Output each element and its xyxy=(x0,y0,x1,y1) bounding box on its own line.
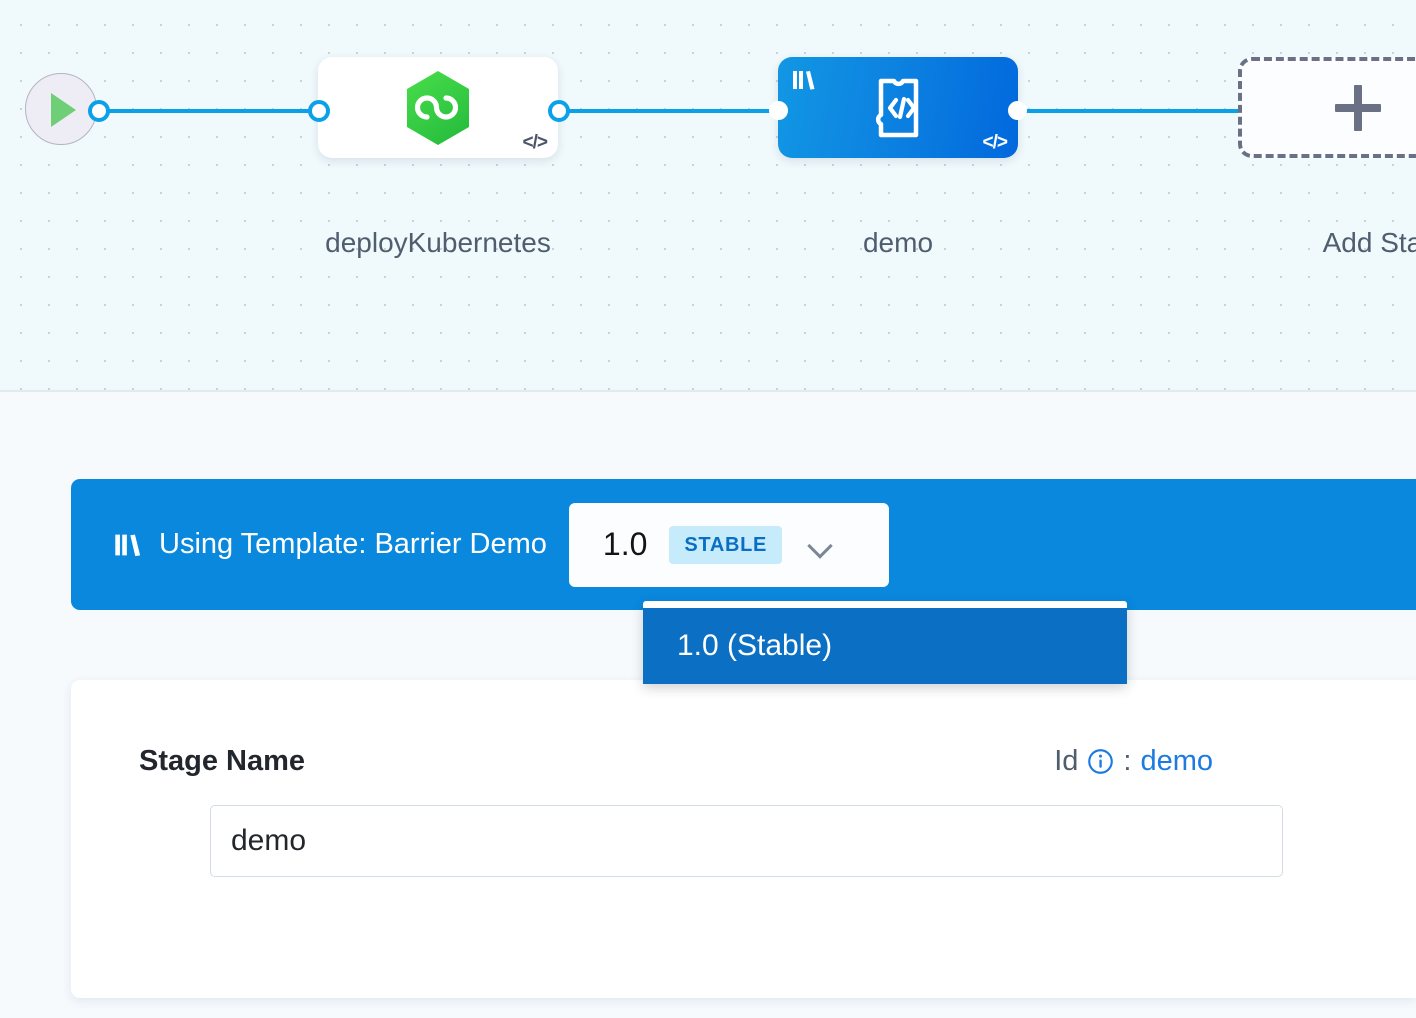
template-version-value: 1.0 xyxy=(602,526,648,562)
stage-name-row: Stage Name Id : demo xyxy=(139,745,1213,778)
harness-hexagon-icon xyxy=(407,70,469,145)
pipeline-start-node[interactable] xyxy=(25,73,97,145)
version-option-1[interactable]: 1.0 (Stable) xyxy=(643,608,1127,684)
template-library-icon xyxy=(793,71,815,90)
template-banner-text: Using Template: Barrier Demo xyxy=(159,528,547,560)
port-deploy-out[interactable] xyxy=(548,100,570,122)
add-stage-node[interactable] xyxy=(1238,57,1416,158)
pipeline-canvas[interactable]: </> </> deployKubernetes demo Add Stage xyxy=(0,0,1416,390)
stage-node-deploy-kubernetes[interactable]: </> xyxy=(318,57,558,158)
stage-name-label: Stage Name xyxy=(139,745,306,777)
port-demo-in[interactable] xyxy=(769,101,788,120)
template-library-icon xyxy=(113,530,143,560)
play-icon xyxy=(51,93,76,127)
template-version-badge: STABLE xyxy=(669,525,783,564)
stage-id-separator: : xyxy=(1123,745,1132,777)
template-stage-code-icon xyxy=(875,78,919,137)
code-icon: </> xyxy=(522,132,549,153)
template-version-dropdown[interactable]: 1.0 (Stable) xyxy=(643,601,1127,684)
stage-id-label: Id xyxy=(1054,745,1079,777)
plus-icon xyxy=(1335,84,1381,131)
connector-demo-to-add xyxy=(1008,109,1248,113)
port-demo-out[interactable] xyxy=(1008,101,1027,120)
stage-node-demo[interactable]: </> xyxy=(778,57,1018,158)
port-start-out[interactable] xyxy=(88,100,110,122)
info-icon[interactable] xyxy=(1087,748,1114,775)
chevron-down-icon[interactable] xyxy=(808,533,832,557)
stage-label-demo: demo xyxy=(862,227,934,258)
stage-label-deploy-kubernetes: deployKubernetes xyxy=(325,227,551,258)
template-banner: Using Template: Barrier Demo 1.0 STABLE xyxy=(71,479,1416,610)
stage-name-input[interactable] xyxy=(210,805,1283,877)
code-icon: </> xyxy=(982,132,1009,153)
port-deploy-in[interactable] xyxy=(308,100,330,122)
stage-id-group: Id : demo xyxy=(1054,745,1213,778)
canvas-panel-divider xyxy=(0,390,1416,392)
connector-start-to-deploy xyxy=(96,109,328,113)
stage-config-panel: Using Template: Barrier Demo 1.0 STABLE … xyxy=(0,392,1416,1018)
connector-deploy-to-demo xyxy=(548,109,788,113)
template-version-select[interactable]: 1.0 STABLE xyxy=(568,502,889,587)
stage-id-value: demo xyxy=(1140,745,1213,777)
stage-detail-card: Stage Name Id : demo xyxy=(71,680,1416,998)
add-stage-label: Add Stage xyxy=(1322,227,1416,258)
